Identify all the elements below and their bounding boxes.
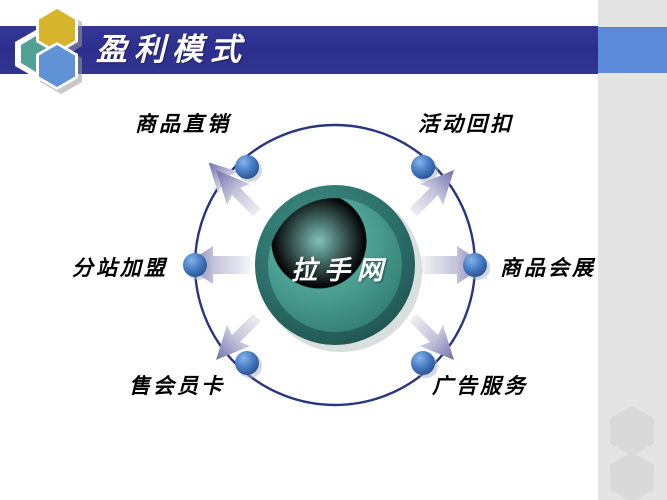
arrow-lower-left	[216, 314, 261, 360]
node-top-right	[411, 155, 435, 179]
title-banner	[0, 26, 598, 74]
node-bottom-left	[235, 351, 259, 375]
node-label-top-left: 商品直销	[135, 112, 231, 136]
node-left	[183, 253, 207, 277]
arrow-upper-left	[216, 170, 261, 216]
center-node-label: 拉手网	[291, 256, 391, 286]
node-label-bottom-left: 售会员卡	[129, 374, 225, 398]
profit-model-diagram: 拉手网 商品直销 活动回扣 分站加盟 商品会展 售会员卡 广告服务	[0, 78, 598, 500]
node-right	[463, 253, 487, 277]
page-title: 盈利模式	[96, 32, 248, 68]
node-label-left: 分站加盟	[72, 256, 168, 280]
arrow-lower-right	[409, 314, 454, 360]
node-label-right: 商品会展	[500, 256, 596, 280]
title-banner-accent	[598, 27, 667, 73]
node-top-left	[235, 155, 259, 179]
node-label-top-right: 活动回扣	[418, 112, 514, 136]
node-bottom-right	[411, 351, 435, 375]
center-sphere	[268, 198, 402, 332]
node-label-bottom-right: 广告服务	[432, 374, 528, 398]
arrow-upper-right	[409, 170, 454, 216]
logo-hexagon-blue-icon	[36, 42, 78, 90]
